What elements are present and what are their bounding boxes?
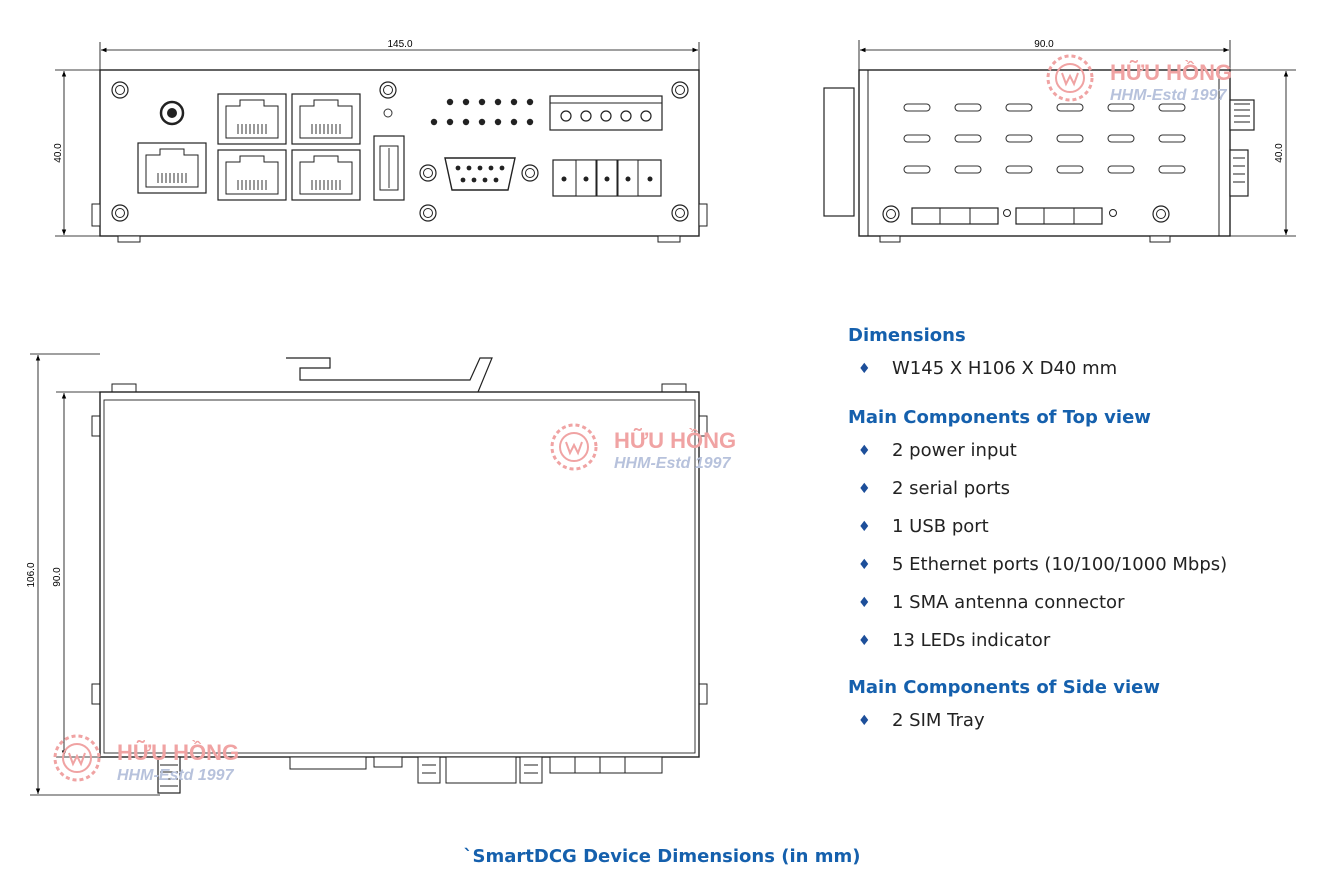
list-item: ♦ 5 Ethernet ports (10/100/1000 Mbps) bbox=[848, 546, 1308, 584]
list-item: ♦ W145 X H106 X D40 mm bbox=[848, 350, 1308, 388]
top-view-components-section: Main Components of Top view ♦ 2 power inp… bbox=[848, 404, 1308, 660]
dimensions-section: Dimensions ♦ W145 X H106 X D40 mm bbox=[848, 322, 1308, 388]
top-view: 106.0 90.0 bbox=[26, 353, 708, 796]
watermark-logo: HỮU HỒNG HHM-Estd 1997 bbox=[53, 734, 239, 784]
list-item: ♦ 13 LEDs indicator bbox=[848, 622, 1308, 660]
list-item-text: W145 X H106 X D40 mm bbox=[892, 358, 1118, 379]
watermark-name: HỮU HỒNG bbox=[1110, 60, 1232, 85]
list-item: ♦ 2 SIM Tray bbox=[848, 702, 1308, 740]
list-item-text: 5 Ethernet ports (10/100/1000 Mbps) bbox=[892, 554, 1228, 575]
specs-panel: Dimensions ♦ W145 X H106 X D40 mm Main Co… bbox=[848, 322, 1308, 740]
diamond-bullet-icon: ♦ bbox=[858, 361, 871, 377]
list-item-text: 1 USB port bbox=[892, 516, 989, 537]
diamond-bullet-icon: ♦ bbox=[858, 481, 871, 497]
list-item-text: 2 serial ports bbox=[892, 478, 1011, 499]
list-item: ♦ 2 power input bbox=[848, 432, 1308, 470]
front-width-label: 145.0 bbox=[387, 39, 412, 50]
watermark-tagline: HHM-Estd 1997 bbox=[614, 455, 732, 472]
watermark-tagline: HHM-Estd 1997 bbox=[1110, 87, 1228, 104]
front-view: 145.0 40.0 bbox=[53, 39, 708, 243]
side-view-components-section: Main Components of Side view ♦ 2 SIM Tray bbox=[848, 674, 1308, 740]
watermark-logo: HỮU HỒNG HHM-Estd 1997 bbox=[550, 423, 736, 472]
diamond-bullet-icon: ♦ bbox=[858, 633, 871, 649]
diamond-bullet-icon: ♦ bbox=[858, 519, 871, 535]
diamond-bullet-icon: ♦ bbox=[858, 443, 871, 459]
front-height-label: 40.0 bbox=[53, 143, 64, 163]
section-title: Dimensions bbox=[848, 325, 966, 346]
top-outer-height-label: 106.0 bbox=[26, 562, 37, 587]
side-view: 90.0 40.0 bbox=[823, 39, 1296, 243]
side-height-label: 40.0 bbox=[1274, 143, 1285, 163]
list-item: ♦ 1 SMA antenna connector bbox=[848, 584, 1308, 622]
list-item-text: 1 SMA antenna connector bbox=[892, 592, 1125, 613]
top-inner-height-label: 90.0 bbox=[52, 567, 63, 587]
watermark-logo: HỮU HỒNG HHM-Estd 1997 bbox=[1046, 54, 1232, 104]
watermark-tagline: HHM-Estd 1997 bbox=[117, 767, 235, 784]
section-title: Main Components of Side view bbox=[848, 677, 1161, 698]
figure-caption: `SmartDCG Device Dimensions (in mm) bbox=[463, 846, 861, 867]
watermark-name: HỮU HỒNG bbox=[614, 428, 736, 453]
list-item-text: 2 SIM Tray bbox=[892, 710, 985, 731]
section-title: Main Components of Top view bbox=[848, 407, 1151, 428]
list-item: ♦ 2 serial ports bbox=[848, 470, 1308, 508]
side-width-label: 90.0 bbox=[1034, 39, 1054, 50]
watermark-name: HỮU HỒNG bbox=[117, 740, 239, 765]
diamond-bullet-icon: ♦ bbox=[858, 557, 871, 573]
list-item: ♦ 1 USB port bbox=[848, 508, 1308, 546]
list-item-text: 13 LEDs indicator bbox=[892, 630, 1051, 651]
diamond-bullet-icon: ♦ bbox=[858, 713, 871, 729]
diamond-bullet-icon: ♦ bbox=[858, 595, 871, 611]
list-item-text: 2 power input bbox=[892, 440, 1017, 461]
